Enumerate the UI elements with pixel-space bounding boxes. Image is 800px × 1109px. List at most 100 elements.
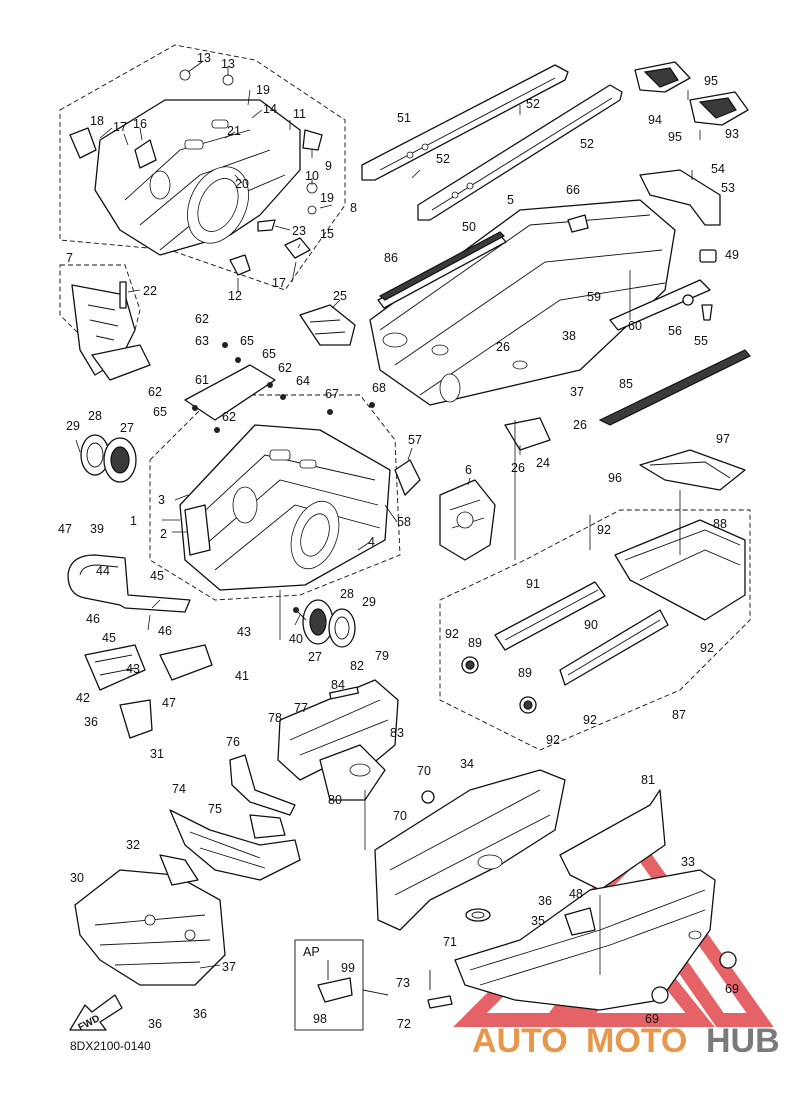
gaskets-upper: [75, 434, 137, 483]
callout: 19: [256, 83, 270, 97]
rails-50-51: [361, 64, 623, 221]
callout: 44: [96, 564, 110, 578]
callout: 67: [325, 387, 339, 401]
callout: 82: [350, 659, 364, 673]
callout: 37: [570, 385, 584, 399]
callout: 55: [694, 334, 708, 348]
callout: 96: [608, 471, 622, 485]
callout: 31: [150, 747, 164, 761]
callout: 1: [130, 514, 137, 528]
callout: 25: [333, 289, 347, 303]
callout: 45: [102, 631, 116, 645]
callout: 72: [397, 1017, 411, 1031]
callout: 98: [313, 1012, 327, 1026]
callout: 3: [158, 493, 165, 507]
callout: 79: [375, 649, 389, 663]
callout: 60: [628, 319, 642, 333]
callout: 7: [66, 251, 73, 265]
callout: 36: [84, 715, 98, 729]
callout: 62: [195, 312, 209, 326]
callout: 12: [228, 289, 242, 303]
callout: 70: [393, 809, 407, 823]
callout: 36: [193, 1007, 207, 1021]
diagram-code: 8DX2100-0140: [70, 1039, 151, 1053]
bracket-24: [504, 417, 551, 455]
callout: 27: [120, 421, 134, 435]
callout: 10: [305, 169, 319, 183]
bolt-40: [293, 607, 307, 621]
callout: 14: [263, 102, 277, 116]
callout: 62: [148, 385, 162, 399]
callout: 40: [289, 632, 303, 646]
gaskets-lower: [294, 599, 356, 648]
callout: 57: [408, 433, 422, 447]
handle-assembly: [67, 554, 213, 739]
panel-34: [374, 769, 566, 931]
callout: 8: [350, 201, 357, 215]
callout: 34: [460, 757, 474, 771]
callout: 89: [518, 666, 532, 680]
callout: 76: [226, 735, 240, 749]
callout: 46: [86, 612, 100, 626]
callout: 86: [384, 251, 398, 265]
callout: 74: [172, 782, 186, 796]
callout: 23: [292, 224, 306, 238]
callout: 35: [531, 914, 545, 928]
callout: 37: [222, 960, 236, 974]
callout: 46: [158, 624, 172, 638]
callout: 13: [197, 51, 211, 65]
callout: 6: [465, 463, 472, 477]
callout: 99: [341, 961, 355, 975]
callout: 36: [538, 894, 552, 908]
callout: 33: [681, 855, 695, 869]
callout: 64: [296, 374, 310, 388]
callout: 5: [507, 193, 514, 207]
callout: 77: [294, 701, 308, 715]
callout: 75: [208, 802, 222, 816]
callout: 59: [587, 290, 601, 304]
callout: 65: [262, 347, 276, 361]
callout: 11: [293, 107, 306, 121]
callout: 36: [148, 1017, 162, 1031]
tunnel-5: [369, 199, 711, 406]
callout: 54: [711, 162, 725, 176]
callout: 39: [90, 522, 104, 536]
callout: 68: [372, 381, 386, 395]
callout: 24: [536, 456, 550, 470]
callout: 81: [641, 773, 655, 787]
callout: 20: [235, 177, 249, 191]
callout: 2: [160, 527, 167, 541]
callout: 4: [368, 535, 375, 549]
callout: 85: [619, 377, 633, 391]
callout: 43: [237, 625, 251, 639]
callout: 48: [569, 887, 583, 901]
callout: 26: [496, 340, 510, 354]
callout: 89: [468, 636, 482, 650]
callout: 69: [645, 1012, 659, 1026]
callout: 18: [90, 114, 104, 128]
callout: 32: [126, 838, 140, 852]
callout: 42: [76, 691, 90, 705]
part-25: [299, 299, 356, 346]
callout: 51: [397, 111, 411, 125]
callout: 88: [713, 517, 727, 531]
callout: 92: [700, 641, 714, 655]
covers-81-33: [454, 789, 737, 1011]
callout: 13: [221, 57, 235, 71]
fwd-arrow-icon: [69, 994, 123, 1031]
callout: 52: [580, 137, 594, 151]
callout: 87: [672, 708, 686, 722]
callout: 27: [308, 650, 322, 664]
callout: 29: [362, 595, 376, 609]
callout: 29: [66, 419, 80, 433]
callout: 65: [240, 334, 254, 348]
callout: 84: [331, 678, 345, 692]
callout: 71: [443, 935, 457, 949]
callout: 92: [445, 627, 459, 641]
callout: 16: [133, 117, 147, 131]
callout: 21: [227, 124, 241, 138]
callout: 50: [462, 220, 476, 234]
watermark-auto: AUTO: [472, 1022, 568, 1060]
callout: 9: [325, 159, 332, 173]
callout: 92: [597, 523, 611, 537]
